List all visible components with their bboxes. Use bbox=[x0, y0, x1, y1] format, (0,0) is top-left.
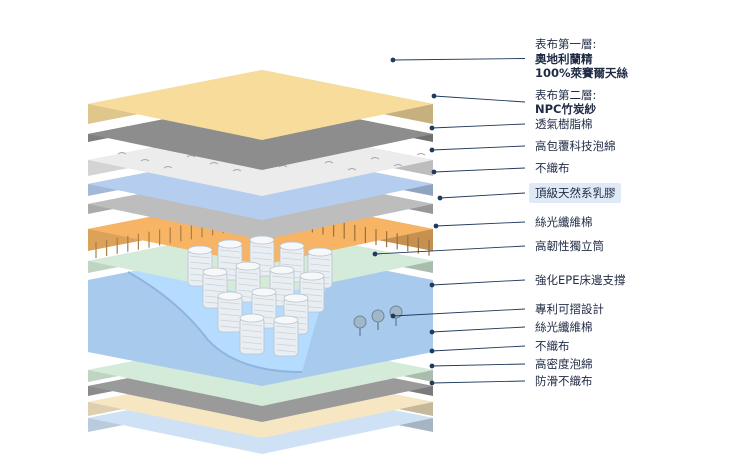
layer-callouts: 表布第一層:奧地利蘭精100%萊賽爾天絲表布第二層:NPC竹炭紗透氣樹脂棉高包覆… bbox=[372, 37, 629, 388]
callout-2: 表布第二層:NPC竹炭紗 bbox=[431, 88, 596, 116]
callout-8: 高韌性獨立筒 bbox=[372, 239, 604, 257]
leader-dot bbox=[390, 57, 396, 63]
leader-line bbox=[431, 345, 526, 352]
leader-line bbox=[392, 308, 526, 317]
layer-label: 防滑不織布 bbox=[535, 374, 593, 388]
layer-label: 高包覆科技泡綿 bbox=[535, 139, 616, 153]
callout-14: 防滑不織布 bbox=[429, 374, 593, 388]
leader-line bbox=[374, 245, 526, 255]
callout-6: 頂級天然系乳膠 bbox=[437, 183, 621, 203]
leader-line bbox=[439, 192, 526, 199]
fiber-mark bbox=[163, 166, 173, 169]
callout-4: 高包覆科技泡綿 bbox=[429, 139, 616, 153]
fiber-mark bbox=[416, 153, 426, 156]
leader-line bbox=[431, 145, 526, 151]
callout-7: 絲光纖維棉 bbox=[433, 215, 593, 229]
layer-label: NPC竹炭紗 bbox=[535, 102, 596, 116]
fiber-mark bbox=[140, 159, 150, 162]
leader-line bbox=[431, 380, 526, 384]
layer-label: 不織布 bbox=[535, 161, 570, 175]
leader-dot bbox=[429, 348, 435, 354]
layer-label: 表布第二層: bbox=[535, 88, 596, 102]
leader-dot bbox=[429, 380, 435, 386]
layer-label: 100%萊賽爾天絲 bbox=[535, 66, 629, 80]
leader-line bbox=[435, 221, 526, 227]
layer-top bbox=[88, 70, 433, 140]
layer-label: 透氣樹脂棉 bbox=[535, 117, 593, 131]
highlight-box bbox=[529, 183, 621, 203]
layer-label: 高韌性獨立筒 bbox=[535, 239, 604, 253]
callout-11: 絲光纖維棉 bbox=[429, 320, 593, 335]
leader-line bbox=[431, 326, 526, 333]
leader-dot bbox=[429, 363, 435, 369]
leader-dot bbox=[372, 251, 378, 257]
layer-1 bbox=[88, 70, 433, 140]
fiber-mark bbox=[232, 169, 242, 172]
layer-label: 強化EPE床邊支撐 bbox=[535, 273, 625, 287]
pocket-spring bbox=[239, 313, 265, 355]
callout-5: 不織布 bbox=[431, 161, 570, 175]
fiber-mark bbox=[347, 168, 357, 171]
epe-scoop-edge bbox=[127, 271, 303, 373]
callout-12: 不織布 bbox=[429, 339, 570, 354]
pocket-springs bbox=[187, 235, 333, 357]
leader-dot bbox=[429, 329, 435, 335]
callout-10: 專利可摺設計 bbox=[390, 302, 604, 319]
layer-label: 高密度泡綿 bbox=[535, 357, 593, 371]
leader-line bbox=[431, 363, 526, 367]
hinge bbox=[353, 315, 367, 336]
callout-3: 透氣樹脂棉 bbox=[429, 117, 593, 131]
leader-dot bbox=[437, 195, 443, 201]
layer-label: 頂級天然系乳膠 bbox=[535, 186, 616, 200]
foldable-hinges bbox=[353, 305, 403, 336]
leader-line bbox=[433, 95, 526, 103]
leader-line bbox=[431, 279, 526, 286]
leader-dot bbox=[431, 93, 437, 99]
leader-line bbox=[392, 58, 526, 61]
fiber-mark bbox=[370, 157, 380, 160]
callout-9: 強化EPE床邊支撐 bbox=[429, 273, 625, 288]
layer-label: 表布第一層: bbox=[535, 37, 596, 51]
leader-dot bbox=[433, 223, 439, 229]
fiber-mark bbox=[209, 162, 219, 165]
fiber-mark bbox=[117, 152, 127, 155]
pocket-spring bbox=[273, 315, 299, 357]
layer-label: 不織布 bbox=[535, 339, 570, 353]
hinge bbox=[371, 309, 385, 330]
leader-line bbox=[433, 167, 526, 173]
fiber-mark bbox=[393, 164, 403, 167]
leader-dot bbox=[429, 125, 435, 131]
layer-label: 絲光纖維棉 bbox=[535, 320, 593, 334]
leader-dot bbox=[429, 282, 435, 288]
leader-line bbox=[431, 123, 526, 129]
callout-13: 高密度泡綿 bbox=[429, 357, 593, 371]
fiber-mark bbox=[186, 155, 196, 158]
pocket-spring bbox=[217, 291, 243, 333]
leader-dot bbox=[390, 313, 396, 319]
leader-dot bbox=[431, 169, 437, 175]
layer-label: 絲光纖維棉 bbox=[535, 215, 593, 229]
mattress-layers bbox=[88, 70, 433, 454]
layer-label: 奧地利蘭精 bbox=[535, 52, 593, 66]
fiber-mark bbox=[324, 161, 334, 164]
leader-dot bbox=[429, 147, 435, 153]
layer-label: 專利可摺設計 bbox=[535, 302, 604, 316]
